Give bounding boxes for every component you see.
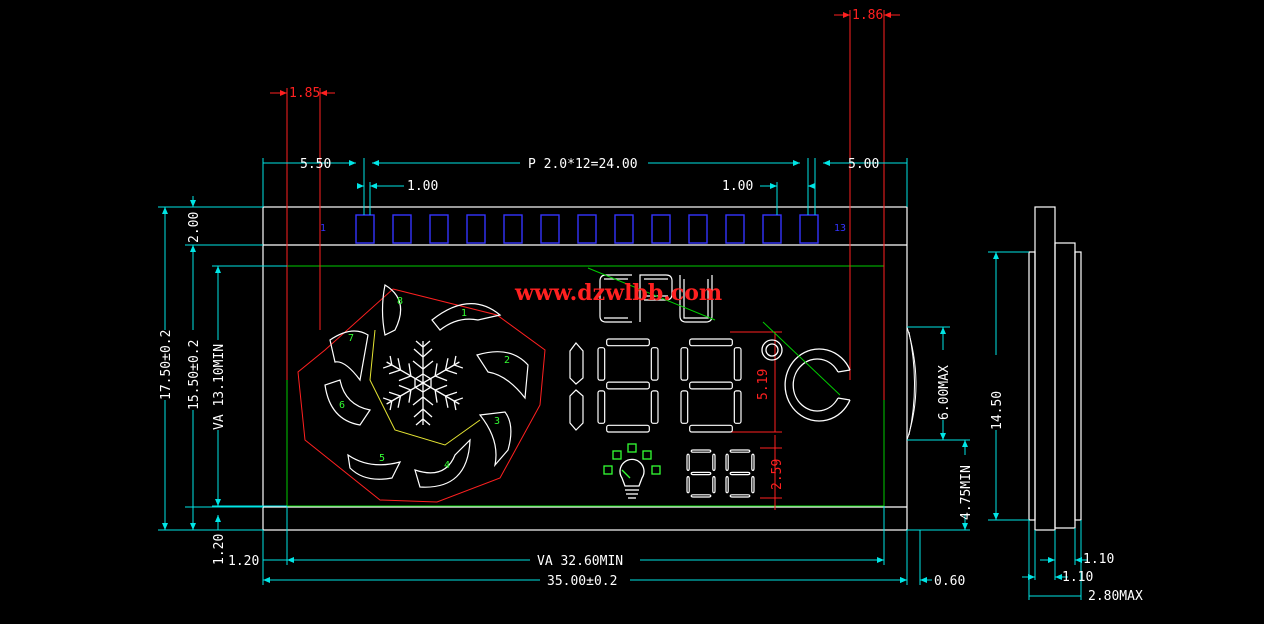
dim-top-ref-left: 1.85: [289, 86, 320, 101]
big-digit-1-seg-b: [650, 347, 659, 381]
dim-left-offset: 5.50: [300, 157, 331, 172]
big-digit-1-seg-d: [606, 424, 650, 433]
big-digit-2-seg-f: [680, 347, 689, 381]
segment-label-8: 8: [397, 296, 403, 307]
pin-8: [614, 214, 634, 244]
fan-icon: [297, 284, 546, 503]
degree-celsius-icon: [761, 339, 851, 422]
big-digit-2-seg-d: [689, 424, 733, 433]
reference-lines: [270, 10, 900, 510]
small-digits: [686, 449, 755, 498]
segment-label-5: 5: [379, 453, 385, 464]
segment-label-3: 3: [494, 416, 500, 427]
dim-top-ref-right: 1.86: [852, 8, 883, 23]
dim-va-width: VA 32.60MIN: [537, 554, 623, 569]
segment-label-6: 6: [339, 400, 345, 411]
small-digit-2-seg-e: [725, 476, 729, 494]
dim-side-min: 4.75MIN: [959, 465, 974, 520]
dimension-lines-top: [262, 158, 908, 215]
big-digit-2-seg-e: [680, 390, 689, 424]
pin-first-label: 1: [320, 223, 326, 234]
glass-outline: [262, 206, 908, 531]
cpu-diagonal-mark: [587, 267, 716, 321]
dim-pin-width-left: 1.00: [407, 179, 438, 194]
big-digit-2-seg-c: [733, 390, 742, 424]
watermark-text: www.dzwlbb.com: [514, 280, 722, 306]
dim-small-digit-height: 2.59: [770, 459, 785, 490]
small-digit-1-seg-f: [686, 453, 690, 472]
big-digit-1-seg-c: [650, 390, 659, 424]
big-digit-2-seg-a: [689, 338, 733, 347]
dimension-lines-left: [158, 196, 287, 531]
small-digit-2-seg-c: [751, 476, 755, 494]
edge-profile: [906, 326, 917, 441]
small-digit-1-seg-e: [686, 476, 690, 494]
small-digit-2-seg-f: [725, 453, 729, 472]
pin-6: [540, 214, 560, 244]
big-digit-1-seg-f: [597, 347, 606, 381]
snowflake-icon: [380, 340, 466, 426]
segment-label-2: 2: [504, 355, 510, 366]
pin-13: [799, 214, 819, 244]
pin-11: [725, 214, 745, 244]
dim-bottom-gap: 1.20: [212, 534, 227, 565]
dim-side-max: 6.00MAX: [937, 365, 952, 420]
small-digit-1-seg-g: [690, 471, 712, 476]
dim-pin-strip: 2.00: [187, 212, 202, 243]
dim-right-offset: 5.00: [848, 157, 879, 172]
minus-one-segment: [569, 342, 584, 431]
big-digit-1-seg-a: [606, 338, 650, 347]
pin-last-label: 13: [834, 223, 846, 234]
pin-3: [429, 214, 449, 244]
small-digit-1-seg-b: [712, 453, 716, 472]
dim-big-digit-height: 5.19: [756, 369, 771, 400]
dim-va-height: 15.50±0.2: [187, 340, 202, 410]
pin-2: [392, 214, 412, 244]
small-digit-1-seg-a: [690, 449, 712, 453]
small-digit-2-seg-a: [729, 449, 751, 453]
pin-10: [688, 214, 708, 244]
big-digit-2-seg-g: [689, 381, 733, 390]
dim-va-min: VA 13.10MIN: [212, 344, 227, 430]
small-digit-2-seg-d: [729, 494, 751, 498]
small-digit-2-seg-b: [751, 453, 755, 472]
small-digit-1-seg-c: [712, 476, 716, 494]
dimension-lines-right: [907, 326, 970, 531]
segment-label-1: 1: [461, 308, 467, 319]
dim-side-height: 14.50: [990, 391, 1005, 430]
small-digit-2-seg-g: [729, 471, 751, 476]
pin-12: [762, 214, 782, 244]
big-digit-1-seg-g: [606, 381, 650, 390]
dim-left-gap: 1.20: [228, 554, 259, 569]
celsius-diagonal-mark: [762, 321, 841, 396]
pin-row: [355, 214, 819, 244]
dim-thickness-small: 0.60: [934, 574, 965, 589]
side-view: [1028, 206, 1082, 531]
pin-7: [577, 214, 597, 244]
small-digit-1-seg-d: [690, 494, 712, 498]
dimension-lines-bottom: [262, 506, 932, 585]
big-digits: [597, 338, 742, 433]
dim-overall-width: 35.00±0.2: [547, 574, 617, 589]
big-digit-1-seg-e: [597, 390, 606, 424]
pin-5: [503, 214, 523, 244]
big-digit-2-seg-b: [733, 347, 742, 381]
lightbulb-icon: [603, 443, 661, 499]
pin-9: [651, 214, 671, 244]
dim-pin-width-right: 1.00: [722, 179, 753, 194]
segment-label-4: 4: [444, 460, 450, 471]
dim-overall-height: 17.50±0.2: [159, 330, 174, 400]
side-view-dims: [988, 251, 1088, 600]
segment-label-7: 7: [348, 333, 354, 344]
dim-side-total: 2.80MAX: [1088, 589, 1143, 604]
pin-1: [355, 214, 375, 244]
dim-pitch: P 2.0*12=24.00: [528, 157, 638, 172]
dim-side-t2: 1.10: [1062, 570, 1093, 585]
dim-side-t1: 1.10: [1083, 552, 1114, 567]
pin-4: [466, 214, 486, 244]
